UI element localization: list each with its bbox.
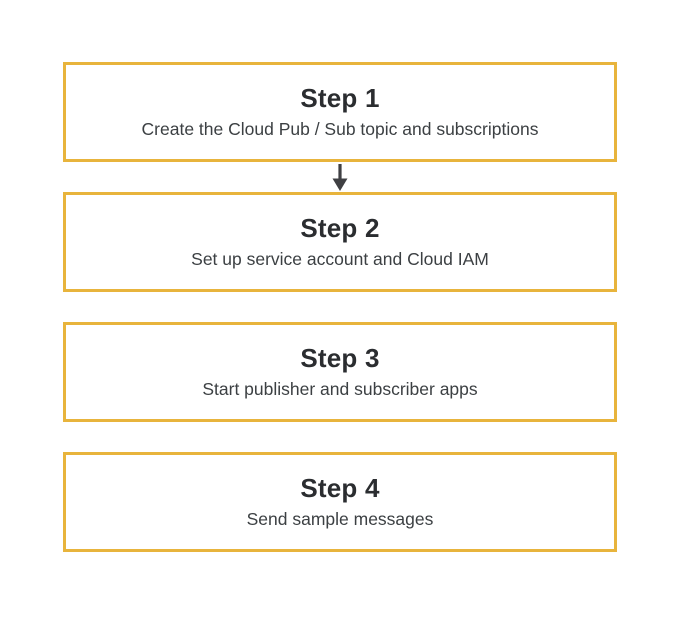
step-description: Start publisher and subscriber apps bbox=[202, 378, 478, 399]
step-box-2: Step 2 Set up service account and Cloud … bbox=[63, 192, 617, 292]
step-title: Step 3 bbox=[300, 343, 380, 374]
arrow-down-icon bbox=[331, 163, 349, 191]
step-description: Send sample messages bbox=[246, 508, 434, 529]
step-box-4: Step 4 Send sample messages bbox=[63, 452, 617, 552]
step-description: Create the Cloud Pub / Sub topic and sub… bbox=[141, 118, 539, 139]
step-description: Set up service account and Cloud IAM bbox=[191, 248, 489, 269]
step-title: Step 2 bbox=[300, 213, 380, 244]
step-title: Step 1 bbox=[300, 83, 380, 114]
step-box-3: Step 3 Start publisher and subscriber ap… bbox=[63, 322, 617, 422]
step-list: Step 1 Create the Cloud Pub / Sub topic … bbox=[63, 62, 617, 552]
step-title: Step 4 bbox=[300, 473, 380, 504]
step-box-1: Step 1 Create the Cloud Pub / Sub topic … bbox=[63, 62, 617, 162]
